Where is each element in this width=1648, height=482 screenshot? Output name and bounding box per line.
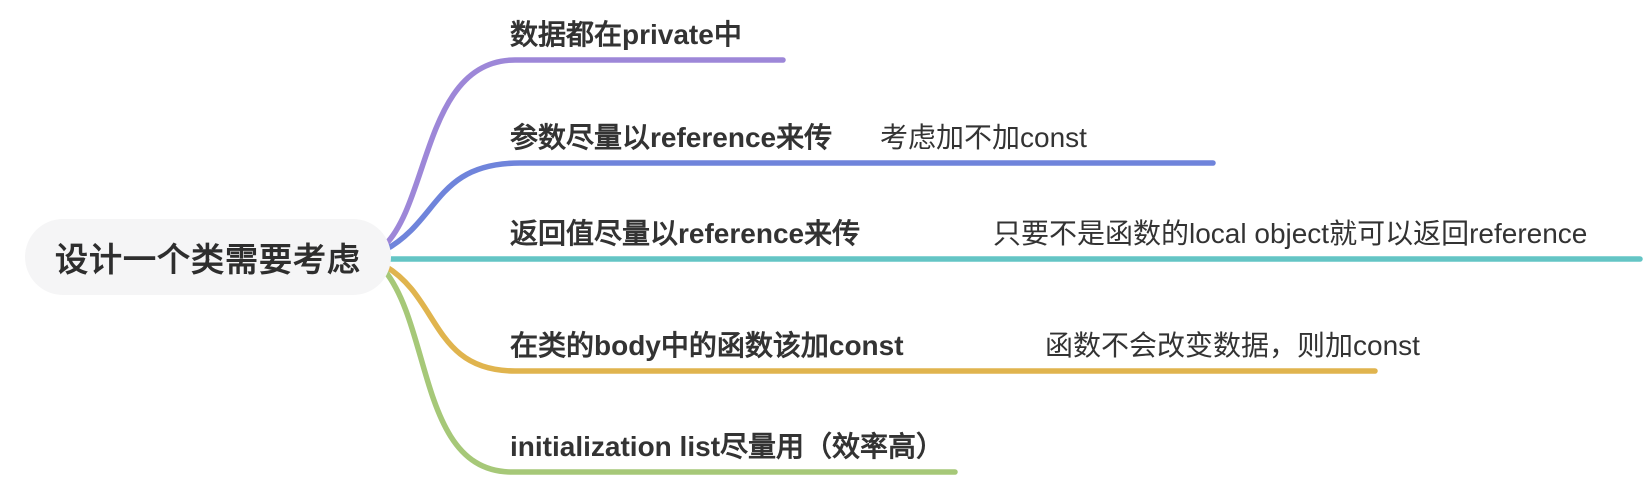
subtopic-local-object[interactable]: 只要不是函数的local object就可以返回reference xyxy=(993,218,1588,249)
branch-line-init-list xyxy=(382,268,958,475)
branch-topic-const-body[interactable]: 在类的body中的函数该加const xyxy=(510,330,904,361)
branch-line-private xyxy=(382,57,786,248)
branch-topic-init-list[interactable]: initialization list尽量用（效率高） xyxy=(510,431,945,462)
subtopic-const-or-not[interactable]: 考虑加不加const xyxy=(880,122,1087,153)
branch-topic-param-reference[interactable]: 参数尽量以reference来传 xyxy=(510,122,833,153)
root-node[interactable]: 设计一个类需要考虑 xyxy=(25,219,391,295)
branch-topic-private[interactable]: 数据都在private中 xyxy=(510,19,742,50)
branch-line-param-reference xyxy=(382,160,1216,253)
subtopic-add-const[interactable]: 函数不会改变数据，则加const xyxy=(1045,330,1420,361)
branch-topic-return-reference[interactable]: 返回值尽量以reference来传 xyxy=(510,218,861,249)
branch-line-const-body xyxy=(382,263,1378,374)
